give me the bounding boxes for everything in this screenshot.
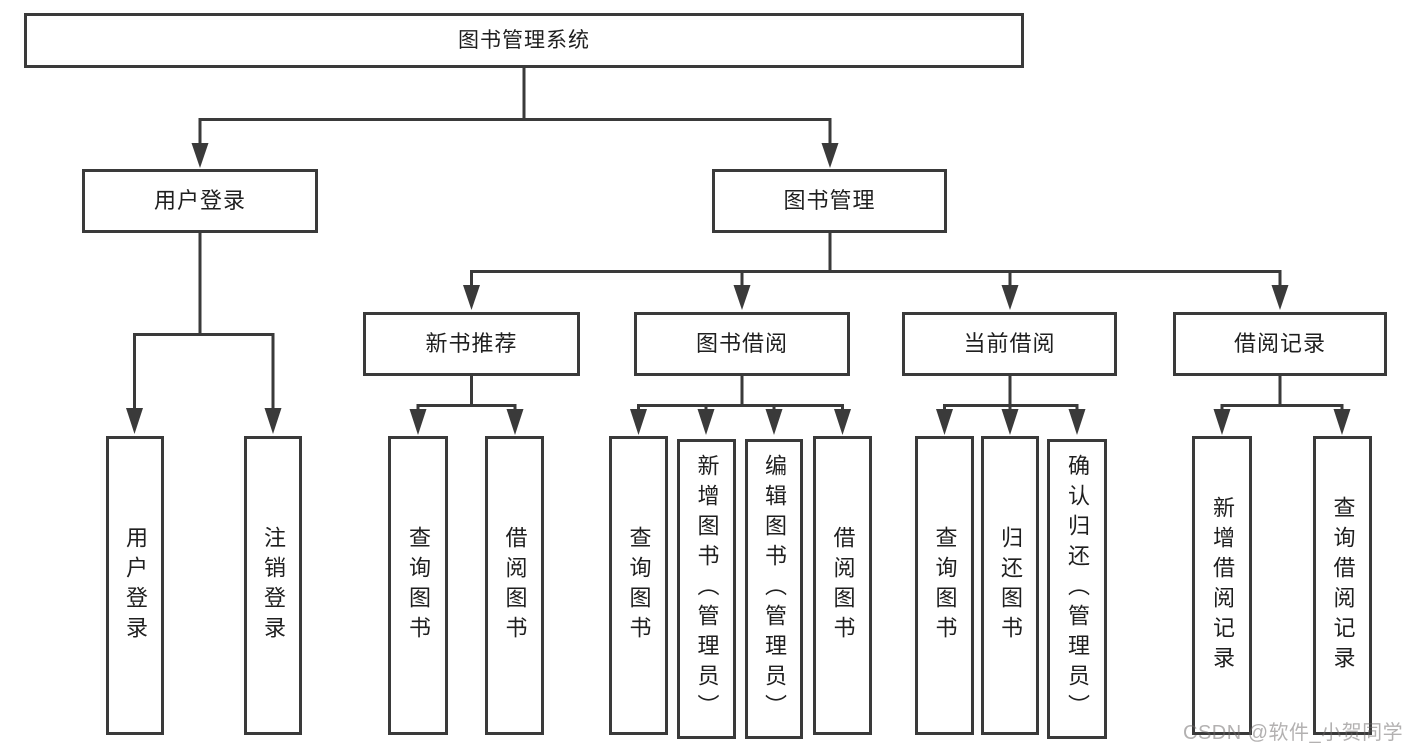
leaf-query-books-recommend: 查询图书: [388, 436, 448, 735]
node-book-management: 图书管理: [712, 169, 947, 233]
arrowhead: [1001, 409, 1019, 435]
leaf-borrow-books-recommend: 借阅图书: [485, 436, 544, 735]
connector-userlogin-to-leaves: [126, 233, 282, 434]
leaf-confirm-return-admin: 确认归还（管理员）: [1047, 439, 1107, 739]
leaf-return-books: 归还图书: [981, 436, 1039, 735]
arrowhead: [1001, 285, 1019, 310]
leaf-edit-books-admin: 编辑图书（管理员）: [745, 439, 803, 739]
arrowhead: [936, 409, 953, 435]
csdn-watermark: CSDN @软件_小贺同学: [1183, 722, 1404, 744]
arrowhead: [409, 409, 427, 435]
leaf-query-books-borrow: 查询图书: [609, 436, 668, 735]
leaf-query-books-current: 查询图书: [915, 436, 974, 735]
leaf-logout: 注销登录: [244, 436, 302, 735]
arrowhead: [126, 408, 143, 434]
leaf-borrow-books: 借阅图书: [813, 436, 872, 735]
arrowhead: [191, 143, 209, 168]
arrowhead: [1213, 409, 1231, 435]
connector-newbook-to-leaves: [409, 376, 524, 435]
node-current-borrowing: 当前借阅: [902, 312, 1117, 376]
arrowhead: [733, 285, 751, 310]
connector-records-to-leaves: [1213, 376, 1351, 435]
arrowhead: [1333, 409, 1351, 435]
arrowhead: [264, 408, 282, 434]
arrowhead: [821, 143, 839, 168]
node-borrowing-records: 借阅记录: [1173, 312, 1387, 376]
arrowhead: [463, 285, 480, 310]
arrowhead: [765, 409, 783, 435]
connector-currentborrow-to-leaves: [936, 376, 1086, 435]
node-new-book-recommendation: 新书推荐: [363, 312, 580, 376]
arrowhead: [506, 409, 524, 435]
node-user-login: 用户登录: [82, 169, 318, 233]
connector-bookborrow-to-leaves: [630, 376, 851, 435]
arrowhead: [1068, 409, 1086, 435]
connector-bookmgmt-to-sections: [463, 233, 1289, 310]
arrowhead: [630, 409, 647, 435]
leaf-add-books-admin: 新增图书（管理员）: [677, 439, 736, 739]
node-root: 图书管理系统: [24, 13, 1024, 68]
connector-root-to-level2: [191, 68, 839, 168]
leaf-user-login: 用户登录: [106, 436, 164, 735]
leaf-query-borrow-record: 查询借阅记录: [1313, 436, 1372, 735]
leaf-add-borrow-record: 新增借阅记录: [1192, 436, 1252, 735]
arrowhead: [834, 409, 851, 435]
arrowhead: [1271, 285, 1289, 310]
arrowhead: [697, 409, 715, 435]
node-book-borrowing: 图书借阅: [634, 312, 850, 376]
